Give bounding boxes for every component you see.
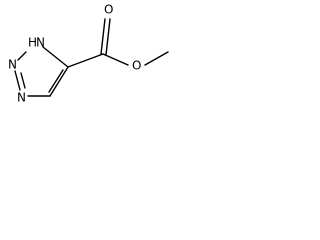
atom-label-o-ester: O: [132, 59, 141, 73]
atom-label-n2: N: [8, 58, 17, 72]
bond-c5-c4: [49, 66, 69, 97]
bond-ccarbonyl-o-double-a: [100, 18, 106, 55]
bond-n1-c5: [42, 46, 69, 68]
atom-label-o-carbonyl: O: [104, 3, 113, 17]
bond-ccarbonyl-oester: [102, 53, 129, 66]
bond-n3-n2-inner: [20, 72, 26, 89]
atom-label-n3: N: [17, 91, 26, 105]
bond-c5-c4-inner: [48, 69, 64, 93]
bond-n3-n2: [14, 70, 21, 91]
bond-ccarbonyl-o-double-b: [105, 18, 111, 56]
atom-label-n1: N: [36, 36, 45, 50]
bond-oester-methyl: [144, 51, 169, 66]
bond-c5-ccarbonyl: [67, 53, 104, 68]
structure-diagram: H N N N O O: [8, 3, 169, 105]
bond-n2-n1: [17, 51, 27, 61]
atom-label-h1: H: [28, 36, 37, 50]
